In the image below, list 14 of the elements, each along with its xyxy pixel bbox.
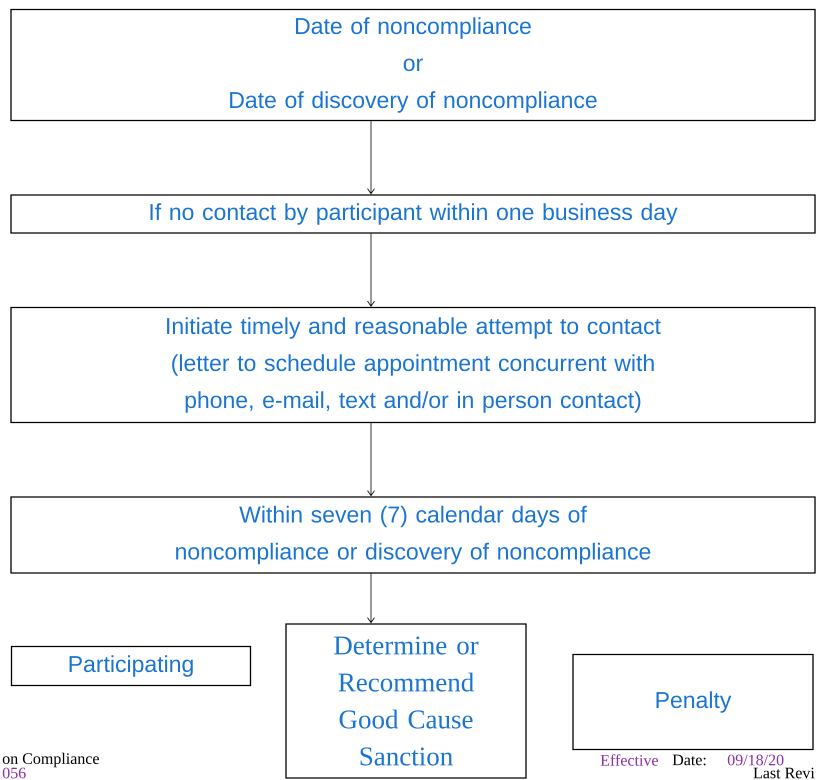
footer-text: 056 <box>2 768 26 778</box>
process-box: Participating <box>10 646 252 686</box>
process-box: Penalty <box>572 654 814 750</box>
arrow <box>367 120 375 194</box>
process-box: If no contact by participant within one business day <box>10 194 816 234</box>
process-box: Within seven (7) calendar days of noncompliance or discovery of noncompliance <box>10 496 816 574</box>
arrow <box>367 422 375 496</box>
arrow <box>367 233 375 307</box>
process-box: Determine or Recommend Good Cause Sanction <box>285 623 527 779</box>
process-box: Initiate timely and reasonable attempt to contact (letter to schedule appointment concurrent with phone, e-mail, text and/or in person contact) <box>10 306 816 424</box>
footer-text: on Compliance <box>2 752 99 768</box>
process-box: Date of noncompliance or Date of discovery of noncompliance <box>10 8 816 122</box>
arrow <box>367 573 375 624</box>
footer-text: Last Revi <box>754 768 814 778</box>
